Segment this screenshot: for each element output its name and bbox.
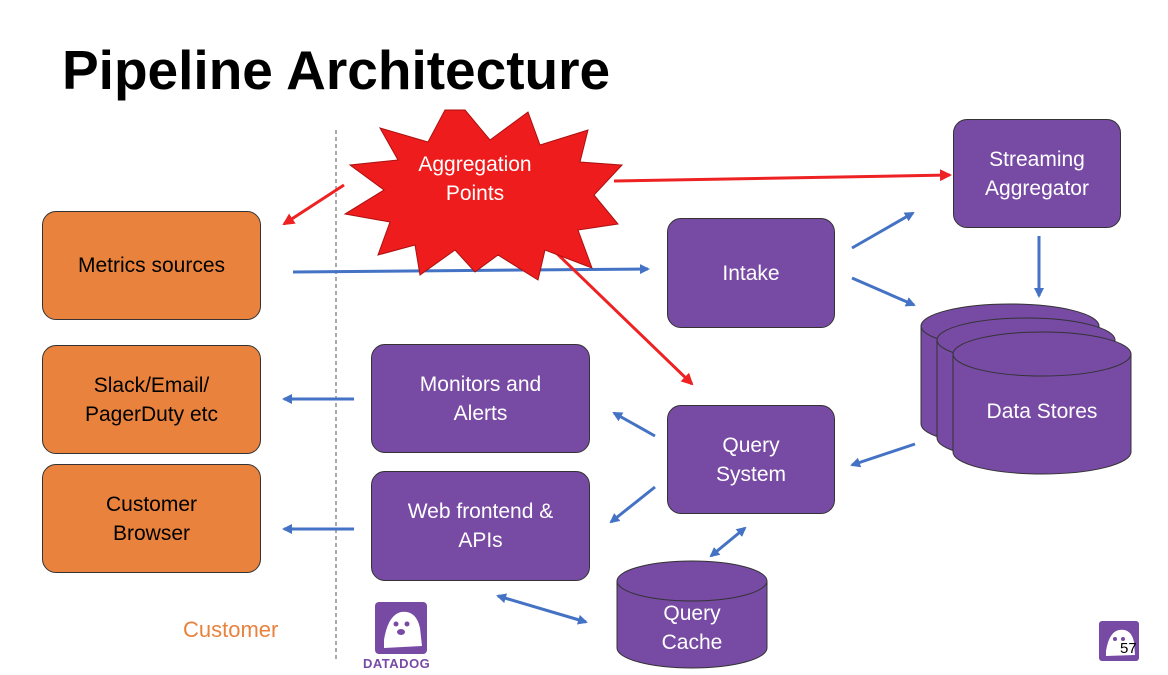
page-number: 57 — [1120, 640, 1137, 657]
arrow-datastores-to-query — [850, 442, 916, 468]
aggregation-burst-shape — [343, 109, 624, 281]
web-frontend-apis-node: Web frontend & APIs — [371, 471, 590, 581]
arrow-intake-to-streaming — [851, 211, 915, 250]
metrics-sources-node: Metrics sources — [42, 211, 261, 320]
customer-browser-node: Customer Browser — [42, 464, 261, 573]
arrow-agg-to-metrics — [282, 183, 345, 226]
data-stores-label: Data Stores — [986, 400, 1098, 423]
datadog-dog-icon — [375, 602, 427, 654]
query-system-node: Query System — [667, 405, 835, 514]
query-cache-cylinder — [616, 560, 768, 669]
arrow-agg-to-query — [544, 241, 694, 386]
arrow-query-cache-link — [709, 526, 747, 558]
arrow-query-to-web — [609, 485, 656, 524]
intake-node: Intake — [667, 218, 835, 328]
slack-email-pagerduty-node: Slack/Email/ PagerDuty etc — [42, 345, 261, 454]
arrow-query-to-monitors — [612, 411, 656, 438]
data-stores-cylinders — [920, 303, 1132, 475]
customer-zone-label: Customer — [183, 617, 279, 642]
arrow-metrics-to-intake — [292, 264, 650, 275]
arrow-agg-to-streaming — [613, 169, 952, 183]
query-cache-label: Query Cache — [661, 602, 723, 654]
datadog-logo-text: DATADOG — [363, 656, 431, 671]
monitors-alerts-node: Monitors and Alerts — [371, 344, 590, 453]
arrow-web-cache-link — [496, 593, 588, 625]
streaming-aggregator-node: Streaming Aggregator — [953, 119, 1121, 228]
page-title: Pipeline Architecture — [62, 39, 611, 101]
arrow-intake-to-datastores — [851, 276, 916, 307]
aggregation-points-label: Aggregation Points — [418, 153, 532, 205]
datadog-dog-icon-corner — [1099, 621, 1139, 661]
